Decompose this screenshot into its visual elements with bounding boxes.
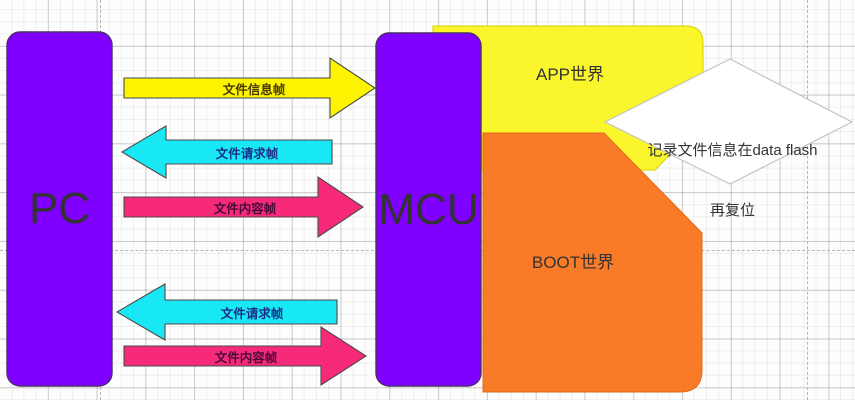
arrow-shape-msg-1[interactable]	[123, 56, 376, 120]
note-diamond-shape[interactable]	[603, 58, 854, 185]
arrow-shape-msg-5[interactable]	[123, 325, 368, 387]
page-break-vertical-2	[807, 0, 808, 400]
arrow-shape-msg-3[interactable]	[123, 175, 364, 239]
zone-boot-shape[interactable]	[482, 132, 703, 393]
arrow-shape-msg-2[interactable]	[120, 125, 333, 179]
endpoint-mcu-shape[interactable]	[375, 32, 482, 387]
arrow-shape-msg-4[interactable]	[115, 283, 338, 341]
endpoint-pc-shape[interactable]	[6, 31, 113, 387]
